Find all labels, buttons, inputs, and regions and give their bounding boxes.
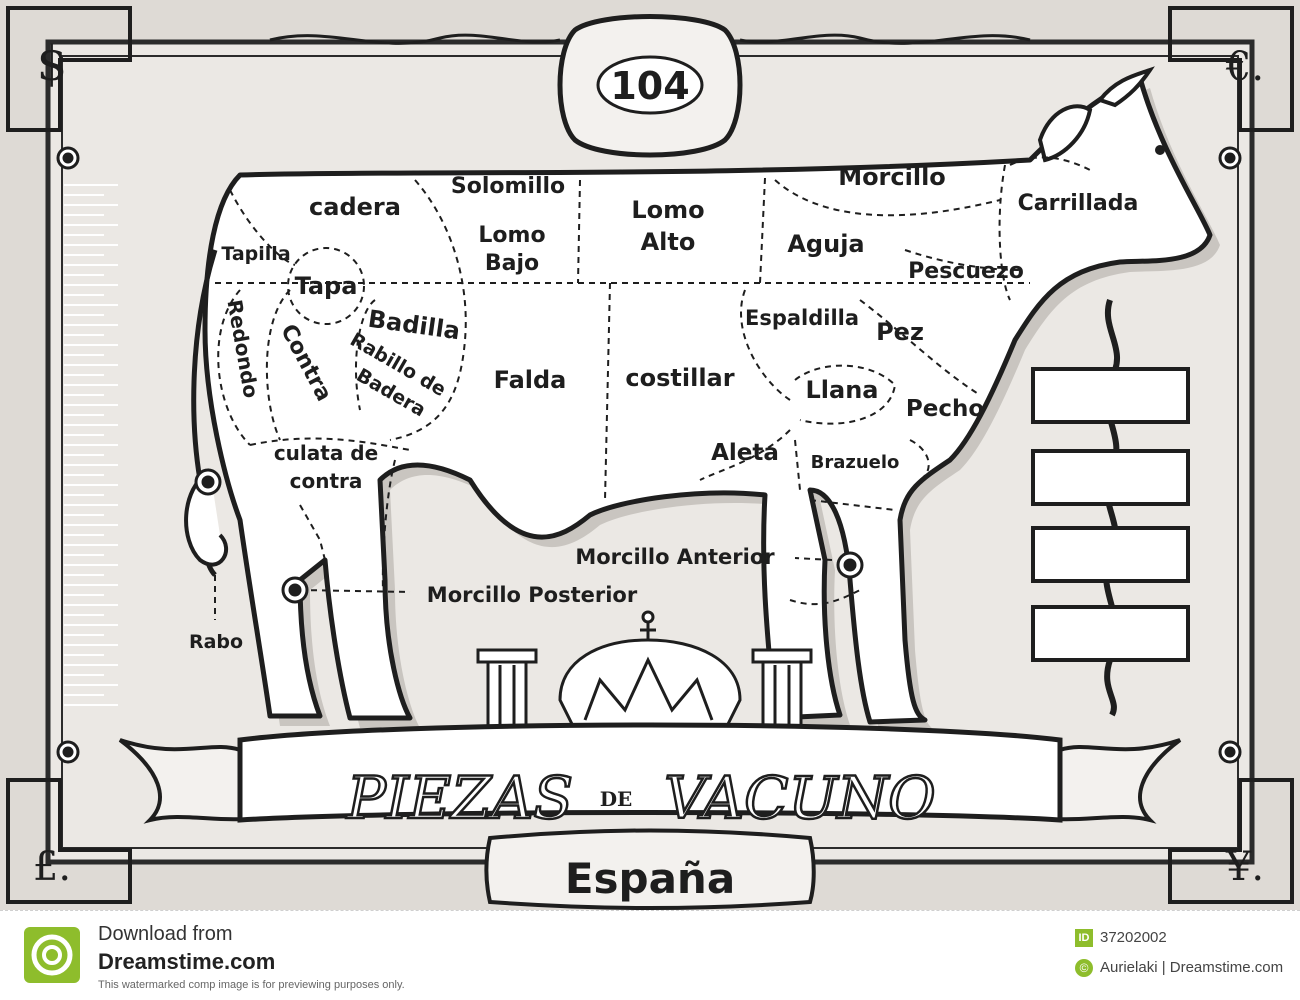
cut-labels: cadera Solomillo Lomo Bajo Lomo Alto Mor… (189, 163, 1138, 653)
tapa-circle (287, 247, 365, 325)
download-from-text: Download from (98, 923, 233, 945)
currency-yen: ¥. (1225, 844, 1264, 890)
label-tapilla: Tapilla (221, 243, 290, 265)
label-solomillo: Solomillo (451, 174, 565, 199)
label-culata-1: culata de (274, 441, 378, 465)
label-rabo: Rabo (189, 631, 243, 653)
beef-cuts-poster: $ €. £. ¥. (0, 0, 1300, 910)
label-pescuezo: Pescuezo (908, 259, 1024, 284)
subtitle-espana: España (565, 854, 735, 903)
currency-euro: €. (1225, 44, 1264, 90)
label-falda: Falda (494, 366, 567, 394)
cut-lines (215, 156, 1091, 606)
image-id-number: 37202002 (1100, 929, 1167, 946)
label-lomo-alto-2: Alto (641, 228, 696, 256)
label-box-1 (1031, 367, 1190, 424)
label-espaldilla: Espaldilla (745, 306, 859, 330)
title-piezas: PIEZAS (346, 764, 573, 832)
label-lomo-alto-1: Lomo (631, 196, 704, 224)
watermark-notice: This watermarked comp image is for previ… (98, 979, 405, 991)
top-ornament (269, 14, 1031, 158)
label-morcillo-posterior: Morcillo Posterior (427, 583, 638, 607)
leader-lines (214, 557, 833, 620)
label-aguja: Aguja (787, 230, 864, 258)
subtitle-plaque (484, 828, 816, 910)
label-morcillo: Morcillo (838, 163, 946, 191)
tail-tuft (184, 468, 228, 567)
currency-dollar: $ (37, 36, 68, 92)
label-carrillada: Carrillada (1018, 191, 1139, 216)
dreamstime-logo-icon (24, 927, 80, 983)
label-llana: Llana (806, 376, 879, 404)
label-brazuelo: Brazuelo (811, 452, 900, 473)
label-tapa: Tapa (295, 272, 358, 300)
ribbon-label-boxes (1031, 299, 1190, 717)
watermark-footer: Download from Dreamstime.com This waterm… (0, 910, 1300, 1000)
id-badge: ID (1075, 929, 1093, 947)
label-aleta: Aleta (711, 440, 779, 466)
label-pez: Pez (876, 318, 924, 346)
bolts (56, 146, 1242, 764)
dreamstime-site-link[interactable]: Dreamstime.com (98, 949, 276, 974)
cow-body (202, 75, 1213, 725)
title-vacuno: VACUNO (664, 764, 935, 832)
label-lomo-bajo-2: Bajo (485, 251, 539, 276)
title-de: DE (600, 787, 633, 811)
left-ruler (64, 184, 118, 706)
label-morcillo-anterior: Morcillo Anterior (575, 545, 775, 569)
leg-bolts (194, 468, 864, 604)
corner-frames (6, 6, 1294, 904)
copyright-icon: © (1075, 959, 1093, 977)
label-box-2 (1031, 449, 1190, 506)
label-box-3 (1031, 526, 1190, 583)
label-cadera: cadera (309, 193, 401, 221)
label-pecho: Pecho (906, 396, 984, 422)
label-box-4 (1031, 605, 1190, 662)
cow-head-details (1037, 66, 1165, 163)
label-lomo-bajo-1: Lomo (478, 223, 545, 248)
author-credit: Aurielaki | Dreamstime.com (1100, 959, 1284, 976)
title-banner (118, 722, 1182, 824)
currency-pound: £. (33, 844, 71, 890)
label-culata-2: contra (290, 469, 363, 493)
poster-number: 104 (610, 64, 689, 108)
label-costillar: costillar (625, 364, 734, 392)
